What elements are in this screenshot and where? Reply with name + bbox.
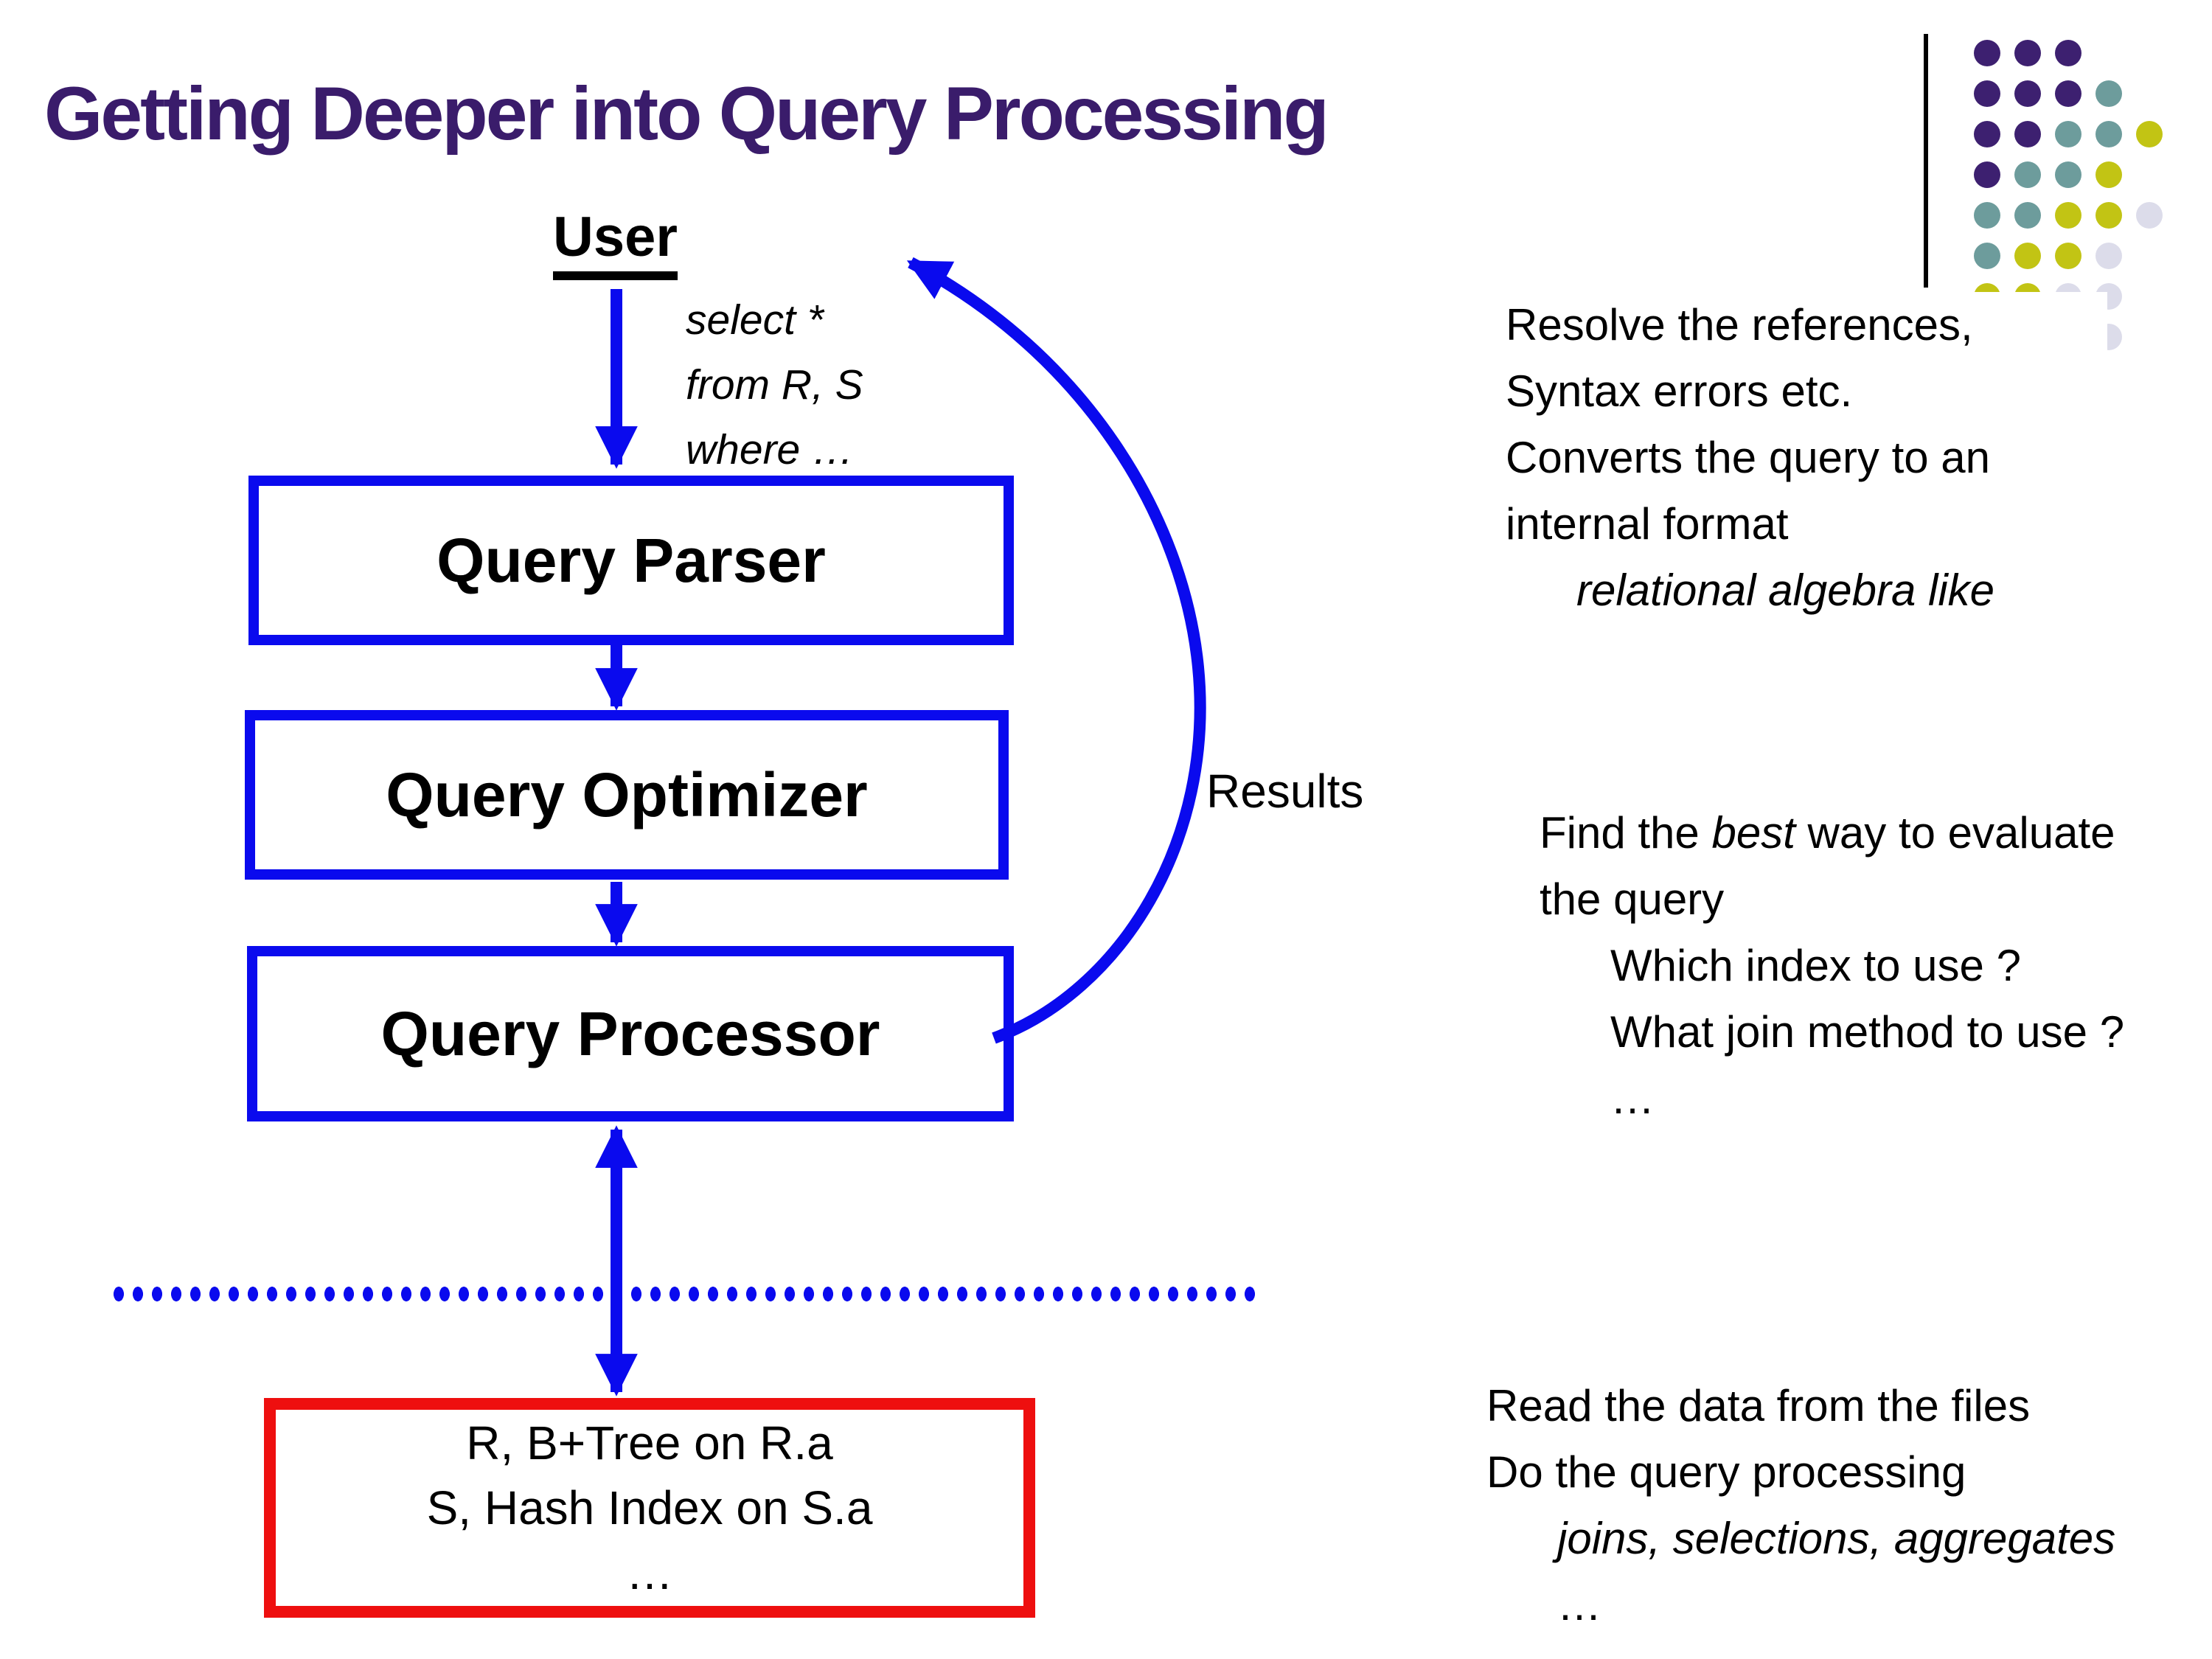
text-line: from R, S <box>686 361 863 408</box>
text-line: where … <box>686 426 855 473</box>
text-line: joins, selections, aggregates <box>1557 1514 2116 1563</box>
user-label: User <box>553 205 678 280</box>
decor-dot <box>2055 243 2081 269</box>
query-optimizer-label: Query Optimizer <box>386 759 868 830</box>
query-processor-label: Query Processor <box>380 998 880 1068</box>
query-processor-box: Query Processor <box>247 946 1014 1121</box>
decor-dot <box>2096 161 2122 188</box>
text-line: select * <box>686 296 824 344</box>
text-line: Resolve the references, <box>1506 300 1973 349</box>
decor-dot <box>2014 161 2041 188</box>
decor-dot <box>1974 161 2000 188</box>
text-line: the query <box>1540 874 1725 924</box>
processor-annotation: Read the data from the files Do the query… <box>1486 1373 2115 1638</box>
text-line: … <box>1610 1074 1655 1123</box>
text-line: internal format <box>1506 499 1789 549</box>
text-line: What join method to use ? <box>1610 1007 2125 1057</box>
text-line: R, B+Tree on R.a <box>466 1416 833 1470</box>
decor-dot <box>2096 202 2122 229</box>
decor-dot <box>2096 80 2122 107</box>
decor-dot <box>2055 40 2081 66</box>
decor-dot <box>2055 80 2081 107</box>
text-line: Which index to use ? <box>1610 941 2021 990</box>
text-line: Read the data from the files <box>1486 1381 2031 1430</box>
decor-dot <box>1974 121 2000 147</box>
parser-annotation: Resolve the references, Syntax errors etc… <box>1495 292 2107 624</box>
text-line: relational algebra like <box>1576 566 1995 615</box>
decor-dot <box>1974 202 2000 229</box>
decor-dot <box>2055 161 2081 188</box>
decor-dot <box>2014 243 2041 269</box>
text-line: … <box>1557 1580 1601 1630</box>
decor-dot <box>2014 121 2041 147</box>
text-line: Do the query processing <box>1486 1447 1966 1497</box>
decor-dot <box>2136 121 2163 147</box>
text-line: … <box>626 1546 673 1599</box>
query-parser-box: Query Parser <box>248 476 1014 645</box>
decor-dot <box>2055 121 2081 147</box>
text-line: Find the best way to evaluate <box>1540 808 2115 858</box>
page-title: Getting Deeper into Query Processing <box>44 72 1329 156</box>
query-optimizer-box: Query Optimizer <box>245 710 1009 880</box>
sql-query-text: select * from R, S where … <box>686 288 863 482</box>
decor-dot <box>2096 243 2122 269</box>
results-label: Results <box>1206 765 1364 818</box>
query-parser-label: Query Parser <box>437 525 826 595</box>
decor-dot <box>1974 80 2000 107</box>
decor-dot <box>2014 40 2041 66</box>
dotted-divider-line <box>109 1286 1256 1302</box>
decor-dot <box>2096 121 2122 147</box>
decor-dot <box>2014 80 2041 107</box>
text-line: Syntax errors etc. <box>1506 366 1853 416</box>
decor-dot <box>2055 202 2081 229</box>
corner-vertical-rule <box>1924 34 1928 288</box>
decor-dot <box>2136 202 2163 229</box>
text-line: S, Hash Index on S.a <box>426 1481 873 1534</box>
decor-dot <box>2014 202 2041 229</box>
decor-dot <box>1974 243 2000 269</box>
text-line: Converts the query to an <box>1506 433 1991 482</box>
storage-box: R, B+Tree on R.a S, Hash Index on S.a … <box>264 1398 1035 1618</box>
decor-dot <box>1974 40 2000 66</box>
